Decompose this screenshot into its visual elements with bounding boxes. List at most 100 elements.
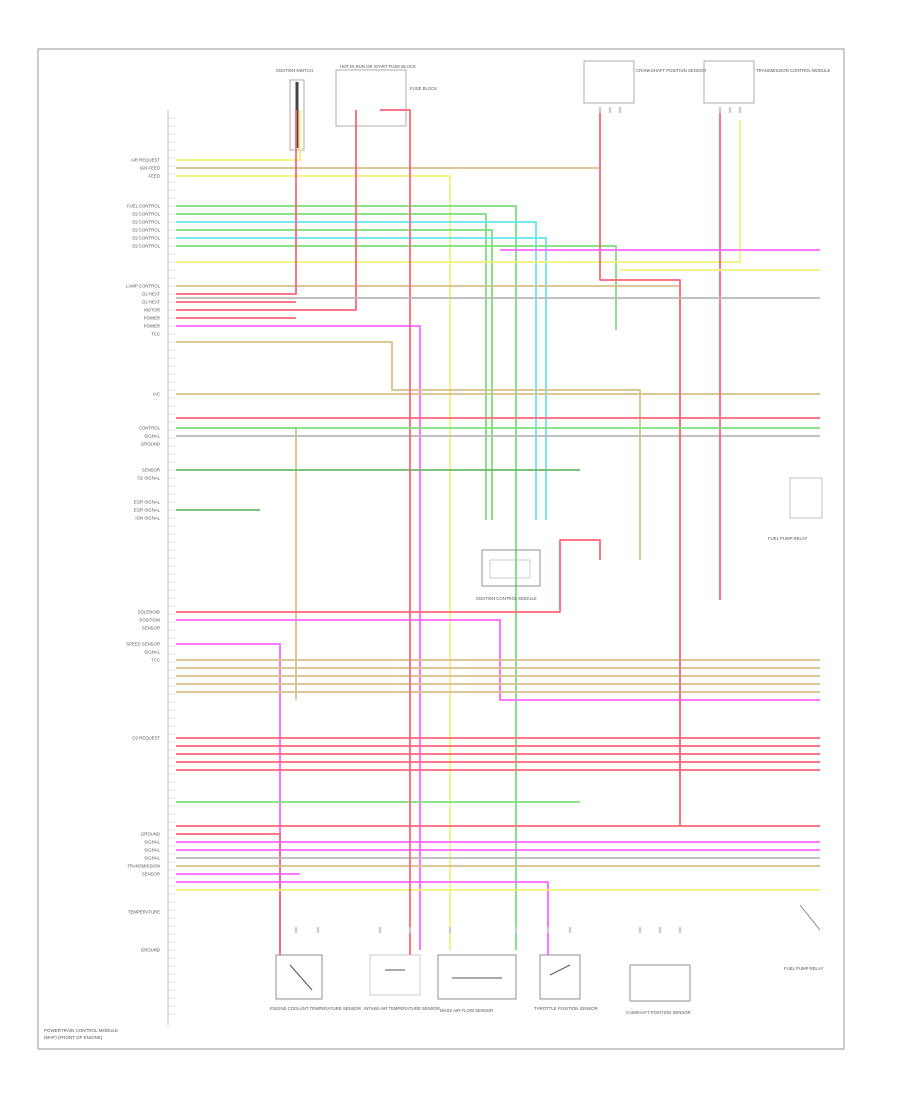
- connector-pin: [608, 107, 612, 113]
- pin-label: SIGNAL: [144, 848, 160, 853]
- connector-pin: [316, 927, 320, 933]
- connector-pin: [598, 107, 602, 113]
- wire: [176, 110, 357, 311]
- ignition-switch-label: IGNITION SWITCH: [276, 68, 313, 73]
- camshaft-sensor-label: CAMSHAFT POSITION SENSOR: [626, 1010, 691, 1015]
- wire: [176, 833, 281, 955]
- pin-label: TCC: [151, 332, 160, 337]
- ckp-sensor-label: CRANKSHAFT POSITION SENSOR: [636, 68, 706, 73]
- pin-label: SPEED SENSOR: [126, 642, 160, 647]
- connector-pin: [568, 927, 572, 933]
- pin-label: IGN FEED: [140, 166, 160, 171]
- connector-pin: [728, 107, 732, 113]
- ect-sensor: ENGINE COOLANT TEMPERATURE SENSOR: [270, 954, 361, 1011]
- wire: [176, 341, 641, 560]
- pcm-connector: [167, 110, 176, 1025]
- maf-sensor: MASS AIR FLOW SENSOR: [437, 954, 517, 1013]
- footer-line1: POWERTRAIN CONTROL MODULE: [44, 1028, 118, 1033]
- pin-label: O2 CONTROL: [132, 236, 161, 241]
- connector-pin: [678, 927, 682, 933]
- pin-label: SENSOR: [142, 626, 160, 631]
- tp-sensor: THROTTLE POSITION SENSOR: [534, 954, 598, 1011]
- pin-label: SOLENOID: [138, 610, 160, 615]
- pin-label: EGR SIGNAL: [134, 508, 161, 513]
- connector-pin: [638, 927, 642, 933]
- pin-label: FEED: [149, 174, 160, 179]
- connector-pin: [546, 927, 550, 933]
- tcm-box: TRANSMISSION CONTROL MODULE: [703, 60, 830, 104]
- iat-sensor-label: INTAKE AIR TEMPERATURE SENSOR: [364, 1006, 440, 1011]
- pin-label: SENSOR: [142, 872, 160, 877]
- fuel-pump-relay-bottom: FUEL PUMP RELAY: [784, 904, 823, 971]
- diagram-border: [37, 48, 845, 1050]
- connector-pin: [448, 927, 452, 933]
- wire: [176, 110, 297, 295]
- pin-label: GROUND: [141, 832, 160, 837]
- pin-label: FUEL CONTROL: [127, 204, 161, 209]
- wire: [176, 245, 617, 330]
- tcm-label: TRANSMISSION CONTROL MODULE: [756, 68, 830, 73]
- connector-pin: [658, 927, 662, 933]
- connector-pin: [378, 927, 382, 933]
- wire: [176, 881, 549, 955]
- pin-label: IGN SIGNAL: [135, 516, 160, 521]
- pin-label: GROUND: [141, 948, 160, 953]
- fuse-label: FUSE BLOCK: [410, 86, 437, 91]
- ignition-switch: IGNITION SWITCH: [276, 68, 313, 151]
- footer-line2: (MAP) (FRONT OF ENGINE): [44, 1035, 103, 1040]
- maf-sensor-label: MASS AIR FLOW SENSOR: [440, 1008, 493, 1013]
- wire: [176, 120, 741, 263]
- ect-sensor-label: ENGINE COOLANT TEMPERATURE SENSOR: [270, 1006, 361, 1011]
- pin-label: TCC: [151, 658, 160, 663]
- wire: [176, 325, 421, 950]
- connector-pin: [738, 107, 742, 113]
- pin-label: POWER: [144, 324, 160, 329]
- icm-label: IGNITION CONTROL MODULE: [476, 596, 537, 601]
- wire: [176, 643, 281, 952]
- wire: [176, 539, 601, 613]
- iat-sensor: INTAKE AIR TEMPERATURE SENSOR: [364, 954, 440, 1011]
- pin-label: O2 CONTROL: [132, 220, 161, 225]
- pin-label: EGR SIGNAL: [134, 500, 161, 505]
- wire: [176, 213, 487, 520]
- wire: [176, 110, 301, 161]
- pin-label: O2 HEAT: [142, 292, 160, 297]
- connector-pin: [618, 107, 622, 113]
- tp-sensor-label: THROTTLE POSITION SENSOR: [534, 1006, 598, 1011]
- pin-label: MOTOR: [144, 308, 160, 313]
- camshaft-sensor: CAMSHAFT POSITION SENSOR: [626, 964, 691, 1015]
- wire: [599, 110, 681, 826]
- pin-label: O2 CONTROL: [132, 244, 161, 249]
- wire: [176, 285, 681, 820]
- pin-label: SIGNAL: [144, 434, 160, 439]
- ckp-sensor-box: CRANKSHAFT POSITION SENSOR: [583, 60, 706, 104]
- pin-label: O2 CONTROL: [132, 212, 161, 217]
- connector-pin: [408, 927, 412, 933]
- pin-label: AIR REQUEST: [131, 158, 161, 163]
- wire: [176, 205, 517, 950]
- pin-label: LAMP CONTROL: [126, 284, 160, 289]
- pin-label: TRANSMISSION: [127, 864, 160, 869]
- wires: [176, 109, 820, 955]
- wire: [176, 229, 493, 520]
- connector-pin: [514, 927, 518, 933]
- fuse-block-hot-run: HOT IN RUN OR START FUSE BLOCK FUSE BLOC…: [335, 64, 437, 127]
- pin-label: O2 HEAT: [142, 300, 160, 305]
- pin-label: GROUND: [141, 442, 160, 447]
- fuel-pump-relay-bottom-label: FUEL PUMP RELAY: [784, 966, 823, 971]
- pin-label: POSITION: [139, 618, 160, 623]
- pin-label: SENSOR: [142, 468, 160, 473]
- connector-pin: [294, 927, 298, 933]
- ignition-control-module: IGNITION CONTROL MODULE: [476, 549, 541, 601]
- connector-pin: [718, 107, 722, 113]
- pin-label: O2 SIGNAL: [137, 476, 160, 481]
- pin-label: POWER: [144, 316, 160, 321]
- pin-label: TEMPERATURE: [128, 910, 160, 915]
- pin-label: CONTROL: [139, 426, 161, 431]
- pin-label: O2 CONTROL: [132, 228, 161, 233]
- pin-label: SIGNAL: [144, 840, 160, 845]
- pcm-pin-labels: AIR REQUEST IGN FEED FEED FUEL CONTROL O2 CO…: [126, 158, 161, 953]
- fuel-pump-relay-label: FUEL PUMP RELAY: [768, 536, 807, 541]
- fuel-pump-relay-right: FUEL PUMP RELAY: [768, 477, 823, 541]
